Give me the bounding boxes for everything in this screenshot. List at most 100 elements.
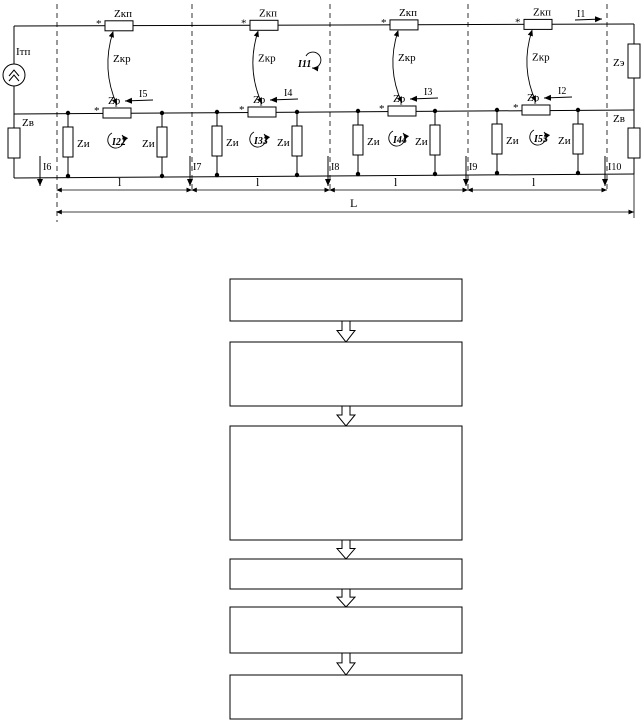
junction-dot bbox=[355, 108, 361, 114]
zr-label: Zр bbox=[253, 94, 266, 106]
wires bbox=[13, 23, 635, 179]
flowchart-block bbox=[229, 606, 463, 654]
zr-resistor bbox=[521, 104, 551, 116]
zkp-label: Zкп bbox=[399, 7, 417, 19]
zi-label: Zи bbox=[506, 135, 519, 147]
rail-current-arrow bbox=[409, 95, 439, 102]
zi-label: Zи bbox=[558, 135, 571, 147]
zr-label: Zр bbox=[108, 95, 121, 107]
zkr-label: Zкр bbox=[258, 52, 276, 64]
zv-left-resistor bbox=[7, 127, 21, 159]
junction-dot bbox=[494, 107, 500, 113]
zkp-resistor bbox=[389, 19, 419, 31]
zkr-label: Zкр bbox=[113, 53, 131, 65]
loop-current-label: I55 bbox=[533, 134, 548, 145]
rail-current-label: I2 bbox=[558, 86, 566, 97]
zkr-label: Zкр bbox=[532, 51, 550, 63]
zi-label: Zи bbox=[277, 137, 290, 149]
junction-dot bbox=[294, 109, 300, 115]
zkp-resistor bbox=[249, 19, 279, 31]
zv-right-label: Zв bbox=[613, 113, 625, 125]
flowchart-block bbox=[229, 278, 463, 322]
zi-label: Zи bbox=[142, 138, 155, 150]
ground-current-label: I10 bbox=[608, 162, 621, 173]
zkp-label: Zкп bbox=[533, 6, 551, 18]
zkp-resistor bbox=[104, 20, 134, 32]
loop-current-label: I44 bbox=[392, 135, 407, 146]
zr-resistor bbox=[387, 105, 417, 117]
segment-label-4: l bbox=[532, 175, 536, 189]
rail-current-label: I5 bbox=[139, 89, 147, 100]
star-mark: * bbox=[96, 18, 102, 30]
junction-dot bbox=[575, 170, 581, 176]
star-mark: * bbox=[381, 17, 387, 29]
rail-current-label: I4 bbox=[284, 88, 292, 99]
star-mark: * bbox=[239, 104, 245, 116]
i1-label: I1 bbox=[577, 9, 585, 20]
ground-current-label: I6 bbox=[43, 162, 51, 173]
coupling-arrow bbox=[392, 30, 403, 104]
junction-dot bbox=[159, 110, 165, 116]
junction-dot bbox=[494, 170, 500, 176]
flowchart-arrow-icon bbox=[335, 320, 357, 343]
flowchart-block bbox=[229, 558, 463, 590]
rail-current-arrow bbox=[543, 94, 573, 101]
loop-current-icon bbox=[529, 129, 551, 146]
section-dividers bbox=[56, 4, 608, 222]
junction-dot bbox=[432, 171, 438, 177]
loop-current-label: I33 bbox=[253, 136, 268, 147]
zi-resistor bbox=[156, 126, 168, 158]
star-mark: * bbox=[94, 105, 100, 117]
flowchart-arrow-icon bbox=[336, 652, 356, 676]
ground-current-label: I8 bbox=[331, 162, 339, 173]
zi-label: Zи bbox=[415, 136, 428, 148]
loop-current-icon bbox=[107, 132, 129, 149]
zkp-label: Zкп bbox=[114, 8, 132, 20]
star-mark: * bbox=[379, 103, 385, 115]
zv-right-resistor bbox=[627, 127, 641, 159]
ground-current-label: I7 bbox=[193, 162, 201, 173]
coupling-arrow bbox=[526, 29, 537, 103]
junction-dot bbox=[355, 171, 361, 177]
loop-current-icon bbox=[249, 131, 271, 148]
rail-current-label: I3 bbox=[424, 87, 432, 98]
zkr-label: Zкр bbox=[398, 52, 416, 64]
zi-label: Zи bbox=[226, 137, 239, 149]
junction-dot bbox=[432, 108, 438, 114]
junction-dot bbox=[294, 172, 300, 178]
flowchart-block bbox=[229, 425, 463, 541]
zi-resistor bbox=[429, 124, 441, 156]
flowchart-block bbox=[229, 341, 463, 407]
loop-current-icon bbox=[388, 130, 410, 147]
current-source bbox=[2, 63, 26, 87]
junction-dot bbox=[65, 173, 71, 179]
junction-dot bbox=[214, 109, 220, 115]
zkp-label: Zкп bbox=[259, 7, 277, 19]
zi-resistor bbox=[572, 123, 584, 155]
ground-current-label: I9 bbox=[469, 162, 477, 173]
segment-label-3: l bbox=[394, 175, 398, 189]
zi-resistor bbox=[352, 124, 364, 156]
total-length-label: L bbox=[350, 196, 357, 210]
zi-resistor bbox=[291, 125, 303, 157]
flowchart-arrow-icon bbox=[335, 588, 357, 608]
coupling-arrow bbox=[107, 30, 118, 106]
junction-dot bbox=[575, 107, 581, 113]
star-mark: * bbox=[515, 16, 521, 28]
zr-label: Zр bbox=[527, 92, 540, 104]
rail-current-arrow bbox=[124, 97, 154, 104]
zi-label: Zи bbox=[367, 136, 380, 148]
flowchart-arrow-icon bbox=[335, 539, 357, 560]
loop-current-label: I22 bbox=[111, 137, 126, 148]
zi-resistor bbox=[211, 125, 223, 157]
dimension-lines bbox=[56, 174, 635, 218]
zkp-resistor bbox=[523, 18, 553, 30]
rail-current-arrow bbox=[269, 96, 299, 103]
zr-resistor bbox=[247, 106, 277, 118]
flowchart-block bbox=[229, 674, 463, 720]
flowchart-arrow-icon bbox=[335, 405, 357, 427]
junction-dot bbox=[65, 110, 71, 116]
junction-dot bbox=[214, 172, 220, 178]
